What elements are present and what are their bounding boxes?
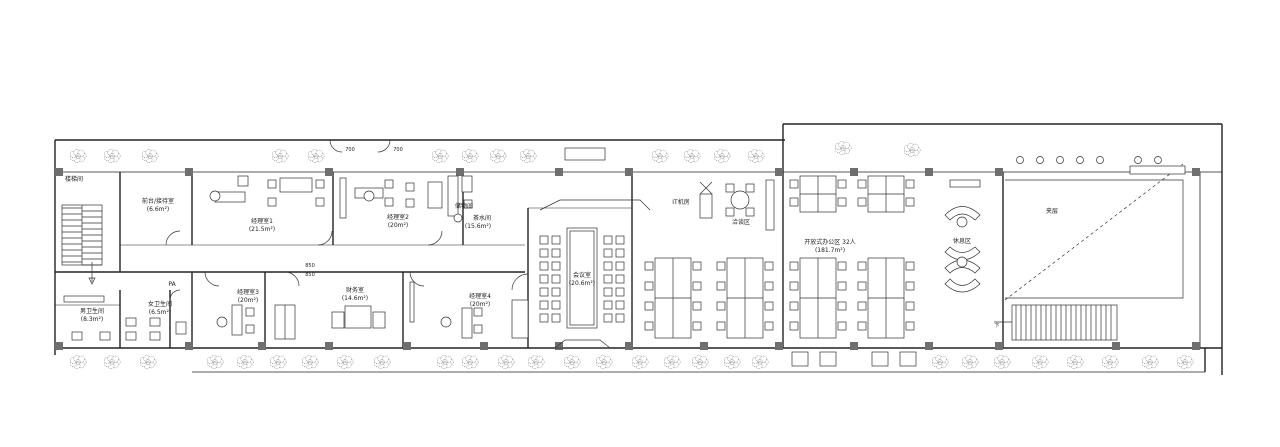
planter-shrubs-bottom (70, 355, 1194, 369)
doors (165, 139, 529, 301)
shrub (748, 149, 765, 163)
lounge-furniture (944, 179, 981, 293)
room-it-name: IT机房 (672, 198, 689, 206)
room-female-wc-name: 女卫生间 (148, 300, 172, 308)
shrub (207, 355, 224, 369)
shrub (142, 149, 159, 163)
shrub (337, 355, 354, 369)
planter-shrubs-top (70, 141, 921, 163)
shrub (752, 355, 769, 369)
shrub (932, 355, 949, 369)
entry-furniture (564, 147, 917, 367)
outer-walls (54, 123, 1223, 375)
shrub (140, 355, 157, 369)
room-labels: 楼梯间 前台/接待室 (6.6m²) 经理室1 (21.5m²) 经理室2 (2… (65, 175, 1058, 323)
shrub (520, 149, 537, 163)
room-tea-name: 茶水间 (473, 214, 491, 222)
shrub (490, 149, 507, 163)
shrub (462, 149, 479, 163)
room-mgr3-area: (20m²) (238, 297, 259, 304)
shrub (528, 355, 545, 369)
room-meeting-name: 会议室 (573, 271, 591, 279)
shrub (664, 355, 681, 369)
shrub (1067, 355, 1084, 369)
dim-top-1: 700 (345, 147, 355, 153)
shrub (835, 141, 852, 155)
interior-walls (55, 172, 1004, 348)
shrub (437, 355, 454, 369)
room-storage-name: 储物间 (455, 202, 473, 210)
shrub (272, 149, 289, 163)
dim-mid-1: 850 (305, 263, 315, 269)
shrub (962, 355, 979, 369)
room-mgr2-area: (20m²) (388, 222, 409, 229)
room-reception-name: 前台/接待室 (142, 197, 174, 205)
room-tea-area: (15.6m²) (465, 223, 491, 230)
dim-top-2: 700 (393, 147, 403, 153)
shrub (632, 355, 649, 369)
meeting-room (539, 199, 651, 349)
shrub (104, 149, 121, 163)
shrub (302, 355, 319, 369)
room-meeting-area: (20.6m²) (569, 280, 595, 287)
room-mezzanine-name: 夹层 (1046, 207, 1058, 215)
room-discuss-name: 洽谈区 (732, 218, 750, 226)
room-lounge-name: 休息区 (953, 237, 971, 245)
room-mgr4-name: 经理室4 (469, 292, 491, 300)
room-male-wc-name: 男卫生间 (80, 307, 104, 315)
shrub (270, 355, 287, 369)
room-open-office-name: 开放式办公区 32人 (804, 238, 856, 246)
shrub (432, 149, 449, 163)
room-mgr2-name: 经理室2 (387, 213, 409, 221)
columns (55, 168, 1200, 350)
open-office-workstations (644, 175, 915, 339)
shrub (904, 143, 921, 157)
room-male-wc-area: (8.3m²) (81, 316, 103, 323)
shrub (684, 149, 701, 163)
shrub (70, 149, 87, 163)
room-mgr1-area: (21.5m²) (249, 226, 275, 233)
office-furniture (209, 175, 529, 340)
shrub (596, 355, 613, 369)
room-female-wc-area: (6.5m²) (149, 309, 171, 316)
shrub (564, 355, 581, 369)
room-pa-name: PA (168, 281, 176, 288)
stair-arrow-label: 下 (994, 323, 999, 329)
shrub (70, 355, 87, 369)
shrub (1032, 355, 1049, 369)
room-finance-name: 财务室 (346, 286, 364, 294)
room-mgr1-name: 经理室1 (251, 217, 273, 225)
shrub (1142, 355, 1159, 369)
it-discussion-area (699, 179, 775, 231)
shrub (724, 355, 741, 369)
shrub (237, 355, 254, 369)
room-stair-name: 楼梯间 (65, 175, 83, 183)
mezzanine (994, 156, 1186, 341)
stairwell (61, 204, 103, 285)
shrub (498, 355, 515, 369)
shrub (308, 149, 325, 163)
dimension-labels: 700 700 850 850 下 (305, 147, 999, 329)
shrub (652, 149, 669, 163)
shrub (1177, 355, 1194, 369)
restroom-fixtures (63, 295, 187, 341)
shrub (462, 355, 479, 369)
shrub (374, 355, 391, 369)
room-finance-area: (14.6m²) (342, 295, 368, 302)
shrub (714, 149, 731, 163)
shrub (692, 355, 709, 369)
shrub (994, 355, 1011, 369)
shrub (104, 355, 121, 369)
room-open-office-area: (181.7m²) (815, 247, 845, 254)
dim-mid-2: 850 (305, 272, 315, 278)
room-mgr3-name: 经理室3 (237, 288, 259, 296)
room-reception-area: (6.6m²) (147, 206, 169, 213)
room-mgr4-area: (20m²) (470, 301, 491, 308)
shrub (1102, 355, 1119, 369)
